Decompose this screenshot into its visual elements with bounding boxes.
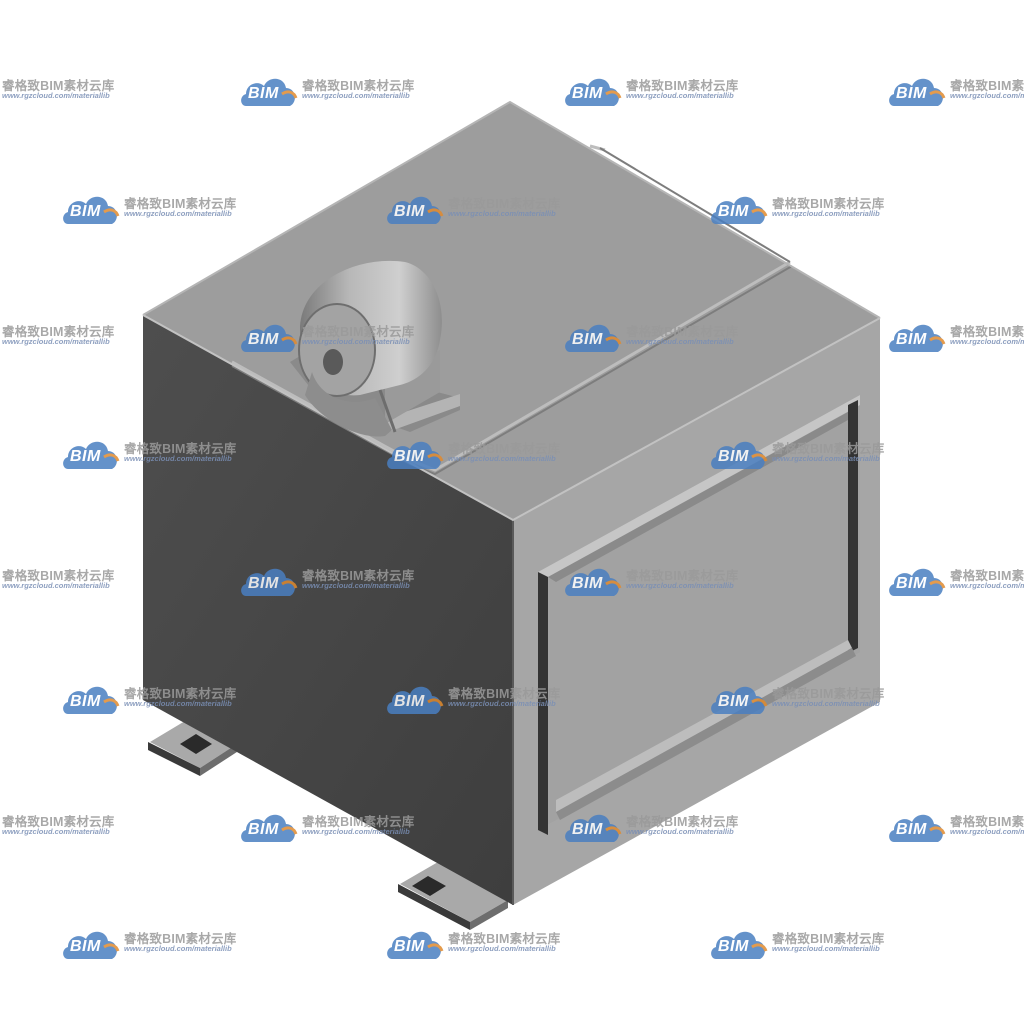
- skid-channel-rear: [148, 718, 240, 776]
- left-face: [143, 315, 513, 905]
- skid-channel-front: [398, 862, 508, 930]
- front-panel-frame: [538, 395, 860, 835]
- cylinder-fitting: [290, 260, 460, 437]
